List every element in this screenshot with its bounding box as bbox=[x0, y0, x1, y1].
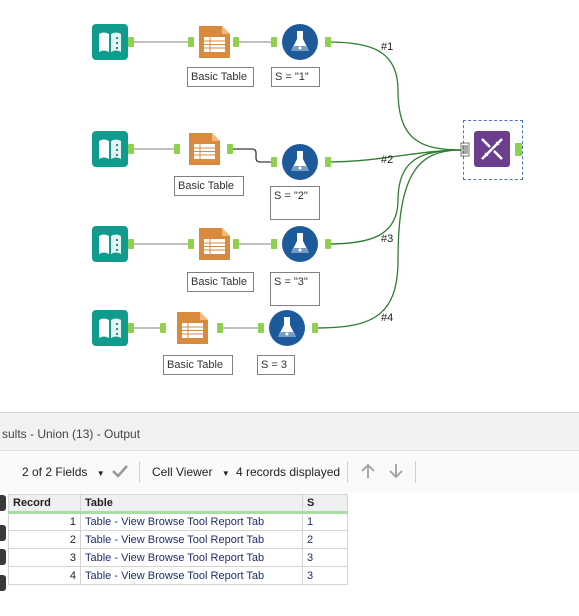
annotation-basic-table-1: Basic Table bbox=[187, 67, 254, 87]
table-icon bbox=[199, 228, 230, 260]
union-tool[interactable] bbox=[474, 131, 510, 167]
book-icon bbox=[92, 226, 128, 262]
column-header-s[interactable]: S bbox=[302, 494, 348, 514]
table-cell[interactable]: Table - View Browse Tool Report Tab bbox=[80, 530, 303, 549]
formula-tool-3[interactable] bbox=[282, 226, 318, 262]
annotation-basic-table-3: Basic Table bbox=[187, 272, 254, 292]
table-row[interactable]: 2 Table - View Browse Tool Report Tab 2 bbox=[8, 530, 348, 549]
flask-icon bbox=[282, 144, 318, 180]
flask-icon bbox=[282, 24, 318, 60]
record-cell: 4 bbox=[8, 566, 81, 585]
table-cell[interactable]: Table - View Browse Tool Report Tab bbox=[80, 566, 303, 585]
wire-label-2: #2 bbox=[381, 154, 394, 166]
s-cell: 2 bbox=[302, 530, 348, 549]
wire-label-4: #4 bbox=[381, 312, 394, 324]
dna-icon bbox=[474, 131, 510, 167]
formula-tool-4[interactable] bbox=[269, 310, 305, 346]
table-row[interactable]: 4 Table - View Browse Tool Report Tab 3 bbox=[8, 566, 348, 585]
wire-label-1: #1 bbox=[381, 41, 394, 53]
input-tool-1[interactable] bbox=[92, 24, 128, 60]
annotation-basic-table-4: Basic Table bbox=[163, 355, 233, 375]
side-button[interactable] bbox=[0, 525, 6, 541]
book-icon bbox=[92, 131, 128, 167]
table-row[interactable]: 3 Table - View Browse Tool Report Tab 3 bbox=[8, 548, 348, 567]
toolbar-divider bbox=[347, 461, 348, 483]
workflow-canvas[interactable]: Basic Table S = "1" Basic Table S = "2" … bbox=[0, 0, 579, 412]
record-cell: 2 bbox=[8, 530, 81, 549]
input-tool-3[interactable] bbox=[92, 226, 128, 262]
fields-selector[interactable]: 2 of 2 Fields ▼ bbox=[22, 465, 105, 479]
table-tool-4[interactable] bbox=[174, 310, 210, 346]
annotation-formula-1: S = "1" bbox=[271, 67, 320, 87]
arrow-up-icon[interactable] bbox=[358, 461, 378, 484]
annotation-formula-3: S = "3" bbox=[270, 272, 320, 306]
cell-viewer-dropdown[interactable]: Cell Viewer ▼ bbox=[152, 465, 230, 479]
results-toolbar: 2 of 2 Fields ▼ Cell Viewer ▼ 4 records … bbox=[0, 452, 579, 492]
results-title: sults - Union (13) - Output bbox=[0, 413, 579, 451]
record-cell: 1 bbox=[8, 512, 81, 531]
book-icon bbox=[92, 310, 128, 346]
s-cell: 1 bbox=[302, 512, 348, 531]
table-tool-2[interactable] bbox=[186, 131, 222, 167]
table-icon bbox=[189, 133, 220, 165]
table-tool-1[interactable] bbox=[196, 24, 232, 60]
column-header-record[interactable]: Record bbox=[8, 494, 81, 514]
record-cell: 3 bbox=[8, 548, 81, 567]
fields-label: 2 of 2 Fields bbox=[22, 465, 88, 479]
caret-down-icon: ▼ bbox=[96, 469, 105, 478]
side-button[interactable] bbox=[0, 549, 6, 565]
caret-down-icon: ▼ bbox=[221, 469, 230, 478]
flask-icon bbox=[269, 310, 305, 346]
table-icon bbox=[199, 26, 230, 58]
input-tool-2[interactable] bbox=[92, 131, 128, 167]
annotation-formula-2: S = "2" bbox=[270, 186, 320, 220]
side-toolbar bbox=[0, 492, 6, 616]
grid-header-row: Record Table S bbox=[8, 494, 348, 514]
book-icon bbox=[92, 24, 128, 60]
s-cell: 3 bbox=[302, 566, 348, 585]
annotation-basic-table-2: Basic Table bbox=[174, 176, 244, 196]
annotation-formula-4: S = 3 bbox=[257, 355, 295, 375]
cell-viewer-label: Cell Viewer bbox=[152, 465, 213, 479]
results-grid: Record Table S 1 Table - View Browse Too… bbox=[8, 494, 348, 585]
checkmark-icon[interactable] bbox=[110, 461, 130, 484]
toolbar-divider bbox=[415, 461, 416, 483]
s-cell: 3 bbox=[302, 548, 348, 567]
arrow-down-icon[interactable] bbox=[386, 461, 406, 484]
toolbar-divider bbox=[139, 461, 140, 483]
column-header-table[interactable]: Table bbox=[80, 494, 303, 514]
table-cell[interactable]: Table - View Browse Tool Report Tab bbox=[80, 548, 303, 567]
records-count: 4 records displayed bbox=[236, 465, 341, 479]
selection-box bbox=[463, 120, 523, 180]
table-row[interactable]: 1 Table - View Browse Tool Report Tab 1 bbox=[8, 512, 348, 531]
wire-label-3: #3 bbox=[381, 233, 394, 245]
formula-tool-2[interactable] bbox=[282, 144, 318, 180]
side-button[interactable] bbox=[0, 495, 6, 511]
table-cell[interactable]: Table - View Browse Tool Report Tab bbox=[80, 512, 303, 531]
workflow-wires bbox=[128, 37, 522, 333]
input-tool-4[interactable] bbox=[92, 310, 128, 346]
table-tool-3[interactable] bbox=[196, 226, 232, 262]
side-button[interactable] bbox=[0, 575, 6, 591]
flask-icon bbox=[282, 226, 318, 262]
table-icon bbox=[177, 312, 208, 344]
formula-tool-1[interactable] bbox=[282, 24, 318, 60]
